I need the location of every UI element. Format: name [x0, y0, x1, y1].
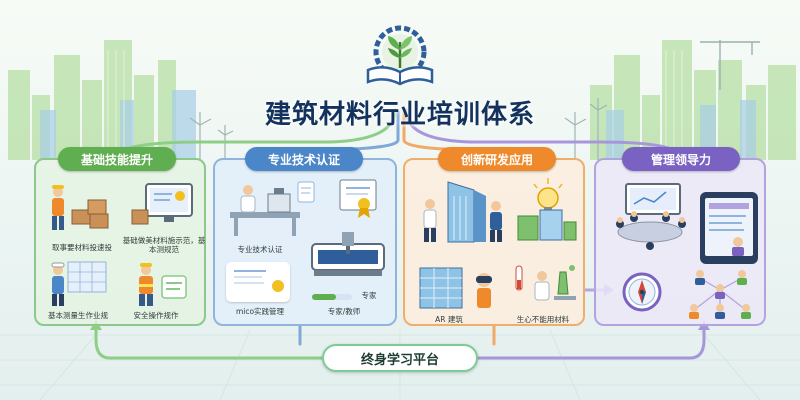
lab-technician-illustration [230, 181, 315, 236]
caption-expert-teacher: 专家/教师 [327, 307, 361, 316]
caption-material-handling: 取事要材料投速投 [52, 243, 112, 252]
monitor-icon [131, 183, 193, 225]
caption-professional-cert: 专业技术认证 [237, 245, 283, 254]
vr-headset-icon [419, 267, 492, 309]
cert-card-mico [226, 262, 290, 302]
people-network-icon [689, 270, 751, 319]
smart-building-illustration [423, 181, 502, 243]
progress-bar-fill [312, 294, 336, 300]
caption-mico-practice: mico实践管理 [235, 307, 285, 316]
module-title-basic-skills: 基础技能提升 [58, 147, 176, 171]
page-title: 建筑材料行业培训体系 [264, 100, 535, 130]
meeting-room-illustration [616, 183, 686, 250]
safety-worker-illustration [139, 263, 187, 306]
lifelong-learning-platform: 终身学习平台 [322, 344, 478, 372]
caption-expert: 专家 [361, 291, 377, 300]
caption-safety-operation: 安全操作规作 [133, 311, 179, 320]
caption-measurement: 基本测量生作业规 [48, 311, 108, 320]
certificate-icon [234, 270, 284, 292]
worker-blueprint-illustration [51, 261, 107, 306]
microscope-icon [515, 265, 576, 301]
caption-basic-standards: 基础做美材料施示范，基本测规范 [122, 236, 206, 254]
module-title-innovation-rd: 创新研发应用 [438, 147, 556, 171]
cnc-machine-illustration [311, 232, 385, 276]
progress-bar [312, 294, 352, 300]
caption-ar-building: AR 建筑 [435, 315, 463, 324]
caption-new-materials: 生心不能用材料 [516, 315, 570, 324]
certificate-icon [339, 179, 377, 218]
book-sprout-gear-logo [366, 25, 434, 86]
worker-with-boxes-illustration [52, 185, 109, 230]
compass-icon [622, 272, 662, 312]
tablet-presentation-illustration [700, 192, 758, 264]
module-title-professional-cert: 专业技术认证 [245, 147, 363, 171]
module-title-leadership: 管理领导力 [622, 147, 740, 171]
lightbulb-icon [517, 178, 577, 241]
